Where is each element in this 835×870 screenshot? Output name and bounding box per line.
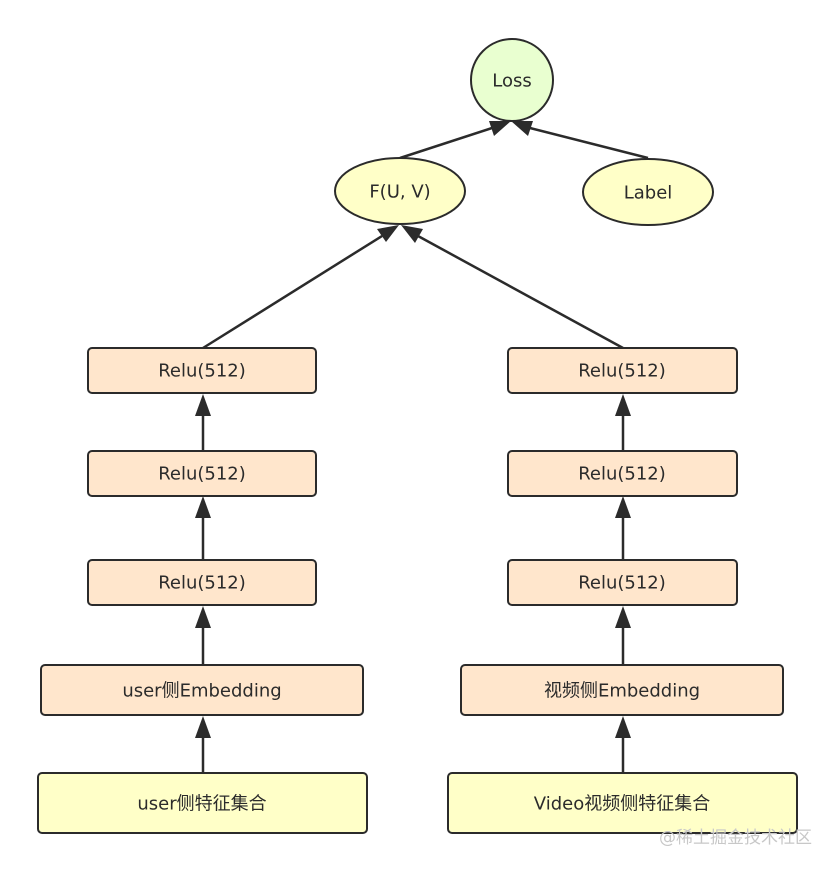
label-label: Label [624,183,673,204]
video-embedding-box [460,664,784,716]
video-relu-1-box [507,347,738,394]
edge-user-relu-1-to-fuv [202,234,383,350]
user-relu-3-box [87,559,317,606]
user-features-box [37,772,368,834]
loss-label: Loss [492,71,531,92]
user-embedding-box [40,664,364,716]
node-video-relu-1: Relu(512) [507,347,738,394]
video-embedding-label: 视频侧Embedding [544,681,700,702]
label-ellipse [582,158,714,226]
node-loss: Loss [470,38,554,122]
video-relu-3-box [507,559,738,606]
video-relu-2-box [507,450,738,497]
user-embedding-label: user侧Embedding [122,681,281,702]
node-user-embedding: user侧Embedding [40,664,364,716]
video-features-box [447,772,798,834]
arrowhead-video-embedding [615,716,631,738]
node-video-relu-2: Relu(512) [507,450,738,497]
edges [195,121,649,773]
arrowhead-fuv-from-user [377,225,399,242]
video-relu-2-label: Relu(512) [578,464,666,485]
user-relu-1-label: Relu(512) [158,361,246,382]
node-user-relu-3: Relu(512) [87,559,317,606]
arrowhead-user-relu-2 [195,496,211,518]
arrowhead-user-embedding [195,716,211,738]
node-label: Label [582,158,714,226]
arrowhead-fuv-from-video [401,225,423,243]
arrowhead-video-relu-2 [615,496,631,518]
node-user-features: user侧特征集合 [37,772,368,834]
fuv-label: F(U, V) [369,182,430,203]
arrowhead-video-relu-3 [615,606,631,628]
arrowhead-loss-from-fuv [489,121,511,136]
node-user-relu-2: Relu(512) [87,450,317,497]
user-relu-3-label: Relu(512) [158,573,246,594]
arrowhead-loss-from-label [511,121,533,136]
edge-label-to-loss [529,126,649,160]
node-user-relu-1: Relu(512) [87,347,317,394]
arrowhead-user-relu-1 [195,394,211,416]
user-relu-1-box [87,347,317,394]
user-relu-2-box [87,450,317,497]
watermark-text: @稀土掘金技术社区 [659,828,812,848]
video-relu-1-label: Relu(512) [578,361,666,382]
node-video-relu-3: Relu(512) [507,559,738,606]
arrowhead-video-relu-1 [615,394,631,416]
fuv-ellipse [334,157,466,225]
node-fuv: F(U, V) [334,157,466,225]
user-features-label: user侧特征集合 [137,794,266,815]
loss-circle [470,38,554,122]
edge-fuv-to-loss [399,126,493,160]
user-relu-2-label: Relu(512) [158,464,246,485]
node-video-features: Video视频侧特征集合 [447,772,798,834]
video-features-label: Video视频侧特征集合 [534,794,710,815]
edge-video-relu-1-to-fuv [417,234,624,350]
node-video-embedding: 视频侧Embedding [460,664,784,716]
arrowhead-user-relu-3 [195,606,211,628]
video-relu-3-label: Relu(512) [578,573,666,594]
